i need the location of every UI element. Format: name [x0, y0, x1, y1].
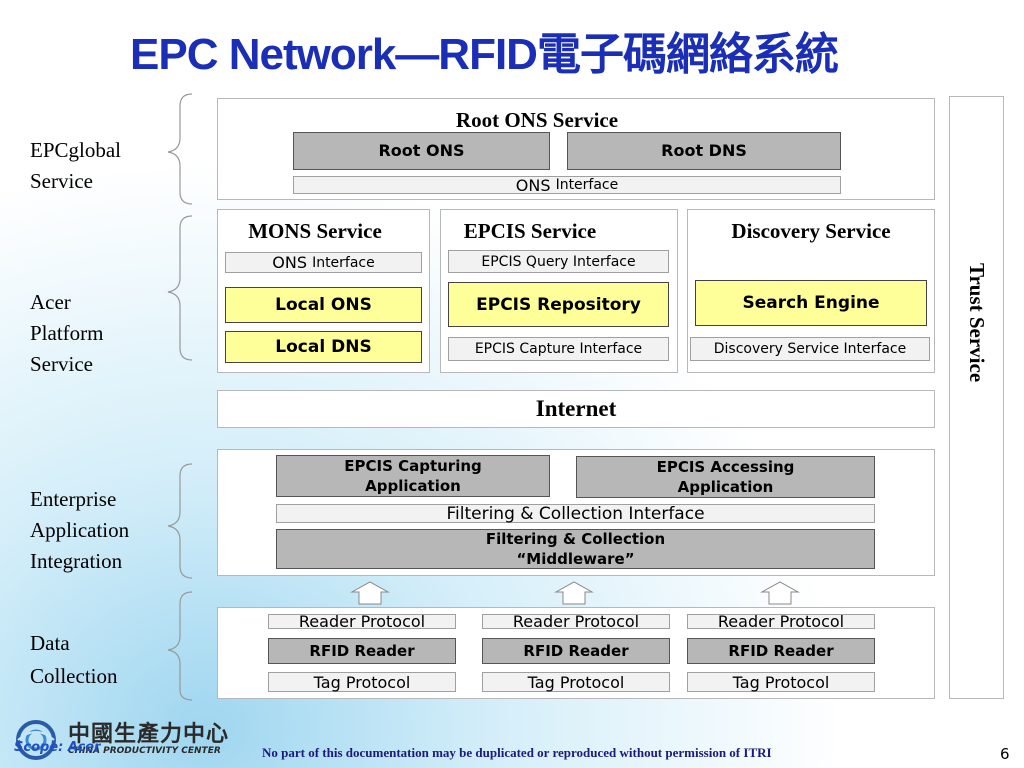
- ons-interface-text-b: Interface: [555, 177, 619, 193]
- tag-protocol-box: Tag Protocol: [482, 672, 670, 692]
- side-label-line: Data: [30, 631, 70, 655]
- side-label-line: Integration: [30, 549, 123, 573]
- epcis-accessing-application-box: EPCIS Accessing Application: [576, 456, 875, 498]
- reader-protocol-box: Reader Protocol: [482, 612, 670, 631]
- up-arrows: [350, 581, 800, 605]
- root-ons-service-title: Root ONS Service: [455, 108, 619, 132]
- side-label-epcglobal: EPCglobal Service: [30, 135, 121, 197]
- side-label-enterprise: Enterprise Application Integration: [30, 484, 129, 577]
- internet-panel: [217, 390, 935, 428]
- box-line: EPCIS Capturing: [344, 457, 482, 475]
- local-ons-box: Local ONS: [225, 287, 422, 323]
- rfid-reader-box: RFID Reader: [268, 638, 456, 664]
- root-ons-interface-box: ONS Interface: [293, 175, 841, 195]
- epcis-repository-box: EPCIS Repository: [448, 282, 669, 327]
- up-arrow-icon: [350, 581, 390, 605]
- side-label-acer: Acer Platform Service: [30, 287, 104, 380]
- bracket-group: [167, 93, 193, 701]
- epcis-service-title: EPCIS Service: [463, 219, 597, 243]
- cpc-logo-icon: [16, 720, 56, 760]
- side-label-line: Enterprise: [30, 487, 117, 511]
- trust-service-label-wrap: Trust Service: [949, 96, 1004, 699]
- cpc-logo-english: CHINA PRODUCTIVITY CENTER: [68, 746, 221, 756]
- side-label-line: Service: [30, 169, 93, 193]
- box-line: Filtering & Collection: [485, 530, 666, 548]
- side-label-line: Application: [30, 518, 130, 542]
- box-line: EPCIS Accessing: [656, 458, 795, 476]
- ons-interface-text-a: ONS: [515, 175, 551, 195]
- up-arrow-icon: [554, 581, 594, 605]
- side-label-line: Acer: [30, 290, 71, 314]
- discovery-service-title: Discovery Service: [731, 219, 891, 243]
- box-line: Application: [677, 478, 774, 496]
- trust-service-label: Trust Service: [965, 262, 989, 383]
- up-arrow-icon: [760, 581, 800, 605]
- reader-protocol-box: Reader Protocol: [687, 612, 875, 631]
- internet-label: Internet: [535, 396, 617, 421]
- discovery-service-interface-box: Discovery Service Interface: [690, 337, 930, 361]
- cpc-logo-chinese: 中國生產力中心: [68, 722, 230, 747]
- box-line: “Middleware”: [516, 550, 635, 568]
- side-label-data: Data Collection: [30, 627, 118, 693]
- rfid-reader-box: RFID Reader: [482, 638, 670, 664]
- tag-protocol-box: Tag Protocol: [268, 672, 456, 692]
- mons-ons-interface-box: ONS Interface: [225, 252, 422, 273]
- brace-data: [167, 591, 193, 701]
- middleware-box: Filtering & Collection “Middleware”: [276, 529, 875, 569]
- epcis-capturing-application-box: EPCIS Capturing Application: [276, 455, 550, 497]
- mons-service-title: MONS Service: [248, 219, 382, 243]
- root-dns-box: Root DNS: [567, 132, 841, 170]
- copyright-notice: No part of this documentation may be dup…: [262, 745, 772, 760]
- tag-protocol-box: Tag Protocol: [687, 672, 875, 692]
- box-line: Application: [365, 477, 461, 495]
- side-label-line: Service: [30, 352, 93, 376]
- root-ons-box: Root ONS: [293, 132, 550, 170]
- ons-interface-text-a: ONS: [272, 253, 307, 272]
- brace-acer: [167, 215, 193, 361]
- epcis-capture-interface-box: EPCIS Capture Interface: [448, 337, 669, 361]
- slide-title: EPC Network—RFID電子碼網絡系統: [130, 30, 839, 79]
- rfid-reader-box: RFID Reader: [687, 638, 875, 664]
- local-dns-box: Local DNS: [225, 331, 422, 363]
- side-label-line: EPCglobal: [30, 138, 122, 162]
- reader-protocol-box: Reader Protocol: [268, 612, 456, 631]
- search-engine-box: Search Engine: [695, 280, 927, 326]
- epcis-query-interface-box: EPCIS Query Interface: [448, 250, 669, 273]
- page-number: 6: [1000, 745, 1010, 763]
- trust-service-panel: [949, 96, 1004, 699]
- side-label-line: Collection: [30, 664, 118, 688]
- side-label-line: Platform: [30, 321, 104, 345]
- brace-epcglobal: [167, 93, 193, 205]
- scope-label: Scope: Acer: [14, 740, 101, 755]
- filtering-collection-interface-box: Filtering & Collection Interface: [276, 504, 875, 524]
- ons-interface-text-b: Interface: [312, 254, 375, 271]
- brace-enterprise: [167, 463, 193, 579]
